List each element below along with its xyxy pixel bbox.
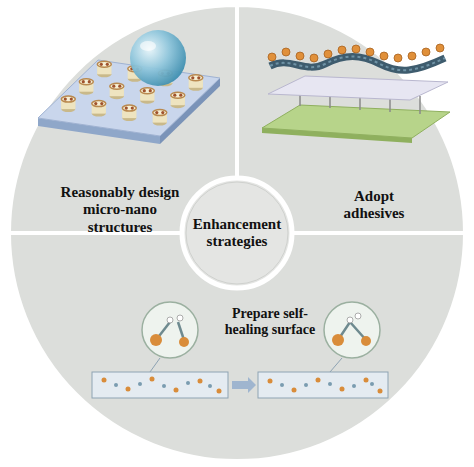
strategy-label: Adopt adhesives bbox=[332, 188, 416, 223]
strategy-sector: Prepare self-healing surface bbox=[9, 233, 465, 461]
sector-shape bbox=[9, 233, 465, 461]
strategy-label: Reasonably design micro-nano structures bbox=[55, 184, 185, 236]
hub-title: Enhancement strategies bbox=[187, 216, 287, 251]
center-circle: Enhancement strategies bbox=[179, 175, 295, 291]
strategy-label: Prepare self-healing surface bbox=[220, 306, 320, 338]
